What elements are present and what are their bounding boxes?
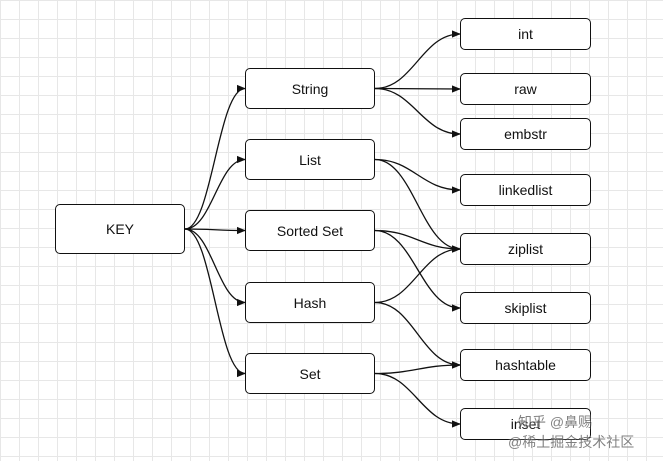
watermark-line-2: @稀土掘金技术社区 (508, 434, 635, 450)
edge-list-to-linkedlist (374, 158, 461, 194)
node-raw: raw (460, 73, 591, 105)
node-label: KEY (105, 221, 134, 237)
node-label: raw (514, 81, 537, 97)
node-hashtable: hashtable (460, 349, 591, 381)
node-label: skiplist (504, 300, 547, 316)
node-string: String (245, 68, 375, 109)
node-embstr: embstr (460, 118, 591, 150)
edge-hash-to-ziplist (374, 245, 461, 304)
node-skiplist: skiplist (460, 292, 591, 324)
node-label: inset (510, 416, 541, 432)
edge-key-to-hash (184, 228, 246, 307)
node-key: KEY (55, 204, 185, 254)
node-linkedlist: linkedlist (460, 174, 591, 206)
edge-string-to-embstr (374, 87, 461, 138)
edge-set-to-inset (374, 372, 461, 428)
node-label: hashtable (495, 357, 556, 373)
node-sorted-set: Sorted Set (245, 210, 375, 251)
edge-list-to-ziplist (374, 158, 461, 253)
watermark: 知乎 @鼻赐 @稀土掘金技术社区 (508, 412, 658, 456)
node-label: List (299, 151, 321, 168)
node-label: Set (299, 365, 321, 382)
node-ziplist: ziplist (460, 233, 591, 265)
edge-string-to-raw (374, 85, 461, 93)
edge-sorted-set-to-skiplist (374, 229, 461, 312)
node-inset: inset (460, 408, 591, 440)
node-label: Hash (293, 294, 327, 311)
node-label: String (291, 80, 329, 97)
edge-hash-to-hashtable (374, 301, 461, 369)
edge-sorted-set-to-ziplist (374, 229, 461, 253)
node-hash: Hash (245, 282, 375, 323)
node-label: Sorted Set (276, 222, 344, 239)
edge-key-to-string (184, 84, 246, 230)
edge-set-to-hashtable (374, 361, 461, 375)
node-label: ziplist (507, 241, 543, 257)
node-list: List (245, 139, 375, 180)
edge-key-to-sorted-set (184, 226, 246, 235)
node-int: int (460, 18, 591, 50)
node-set: Set (245, 353, 375, 394)
node-label: embstr (504, 126, 547, 142)
edge-string-to-int (374, 30, 461, 90)
watermark-line-1: 知乎 @鼻赐 (518, 414, 593, 430)
node-label: linkedlist (498, 182, 553, 198)
node-label: int (518, 26, 533, 42)
edge-key-to-set (184, 228, 246, 378)
edge-key-to-list (184, 155, 246, 230)
